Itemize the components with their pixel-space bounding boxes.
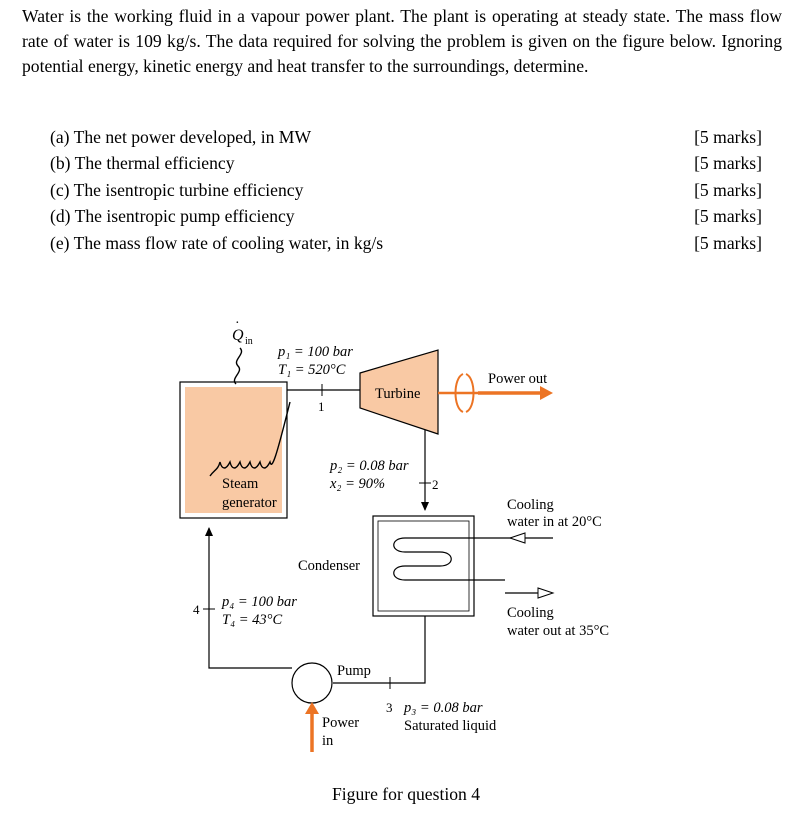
state-4-number: 4 bbox=[193, 602, 200, 617]
q-in-dot: · bbox=[235, 316, 240, 331]
question-b: (b) The thermal efficiency [5 marks] bbox=[50, 150, 762, 176]
question-text: (e) The mass flow rate of cooling water,… bbox=[50, 232, 384, 253]
pump-body bbox=[291, 662, 333, 704]
power-in-label-1: Power bbox=[322, 715, 359, 731]
question-c: (c) The isentropic turbine efficiency [5… bbox=[50, 177, 762, 203]
cooling-out-label-2: water out at 35°C bbox=[507, 623, 609, 639]
power-in-label-2: in bbox=[322, 733, 334, 749]
state-4-pressure: p₄ = 100 bar bbox=[221, 594, 297, 610]
figure-caption: Figure for question 4 bbox=[331, 784, 481, 804]
turbine-label: Turbine bbox=[375, 386, 420, 402]
heat-input-wavy-arrow bbox=[233, 347, 243, 385]
condenser-inner bbox=[377, 520, 470, 612]
question-marks: [5 marks] bbox=[694, 232, 762, 253]
question-text: (c) The isentropic turbine efficiency bbox=[50, 179, 304, 200]
cooling-coil bbox=[393, 537, 505, 581]
question-text: (b) The thermal efficiency bbox=[50, 153, 235, 174]
steam-generator-label-2: generator bbox=[222, 495, 277, 511]
cooling-in-arrow-head bbox=[508, 532, 526, 544]
cooling-in-label-2: water in at 20°C bbox=[507, 514, 602, 530]
problem-statement: Water is the working fluid in a vapour p… bbox=[22, 6, 782, 76]
cooling-in-label-1: Cooling bbox=[507, 497, 554, 513]
q-in-subscript: in bbox=[245, 336, 253, 347]
state-1-number: 1 bbox=[318, 399, 325, 414]
state-3-number: 3 bbox=[386, 700, 393, 715]
condenser-label: Condenser bbox=[298, 558, 360, 574]
power-in-arrow-head bbox=[305, 702, 319, 714]
cooling-out-arrow-head bbox=[537, 587, 555, 599]
steam-generator-fill bbox=[185, 387, 282, 513]
turbine-body bbox=[359, 349, 439, 435]
state-4-temperature: T₄ = 43°C bbox=[222, 612, 282, 628]
state-1-pressure: p₁ = 100 bar bbox=[277, 344, 353, 360]
cooling-out-label-1: Cooling bbox=[507, 605, 554, 621]
question-marks: [5 marks] bbox=[694, 206, 762, 227]
question-text: (a) The net power developed, in MW bbox=[50, 127, 312, 147]
heating-coil bbox=[209, 401, 291, 477]
question-d: (d) The isentropic pump efficiency [5 ma… bbox=[50, 203, 762, 229]
question-a: (a) The net power developed, in MW [5 ma… bbox=[50, 124, 762, 150]
power-out-label: Power out bbox=[488, 371, 547, 387]
state-1-temperature: T₁ = 520°C bbox=[278, 362, 346, 378]
line-state-3 bbox=[333, 616, 426, 684]
question-marks: [5 marks] bbox=[694, 153, 762, 174]
steam-generator-label-1: Steam bbox=[222, 476, 259, 492]
power-out-arrow-head bbox=[540, 386, 553, 400]
question-list: (a) The net power developed, in MW [5 ma… bbox=[50, 124, 762, 256]
shaft-rotation-icon bbox=[454, 373, 475, 413]
question-e: (e) The mass flow rate of cooling water,… bbox=[50, 230, 762, 256]
q-in-symbol: Q bbox=[232, 327, 244, 344]
state-2-pressure: p₂ = 0.08 bar bbox=[329, 458, 409, 474]
question-marks: [5 marks] bbox=[694, 179, 762, 200]
pump-label: Pump bbox=[337, 663, 371, 679]
question-text: (d) The isentropic pump efficiency bbox=[50, 206, 295, 227]
state-3-description: Saturated liquid bbox=[404, 718, 497, 734]
state-3-pressure: p₃ = 0.08 bar bbox=[403, 700, 483, 716]
state-2-quality: x₂ = 90% bbox=[329, 476, 385, 492]
state-2-number: 2 bbox=[432, 477, 439, 492]
question-marks: [5 marks] bbox=[694, 127, 762, 147]
line-state-4 bbox=[205, 527, 292, 669]
